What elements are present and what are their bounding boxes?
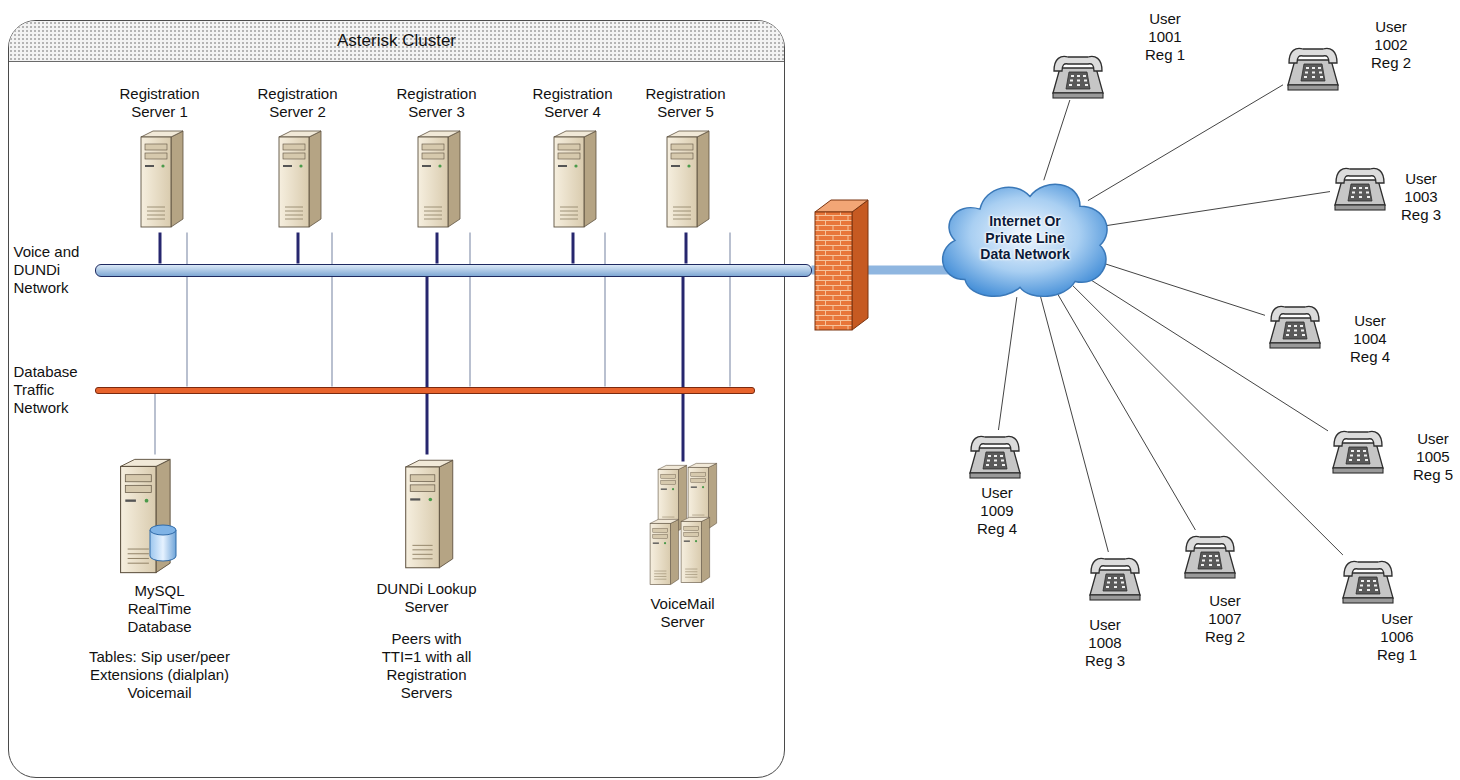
node-label: User 1007 Reg 2 xyxy=(1200,592,1250,646)
node-label: User 1005 Reg 5 xyxy=(1408,430,1458,484)
registration-server: Registration Server 1 xyxy=(105,85,215,233)
voice-link xyxy=(682,277,685,462)
network-label: Voice and DUNDi Network xyxy=(14,243,89,297)
phone-icon xyxy=(970,436,1020,478)
database-server: MySQL RealTime DatabaseTables: Sip user/… xyxy=(90,455,230,702)
phone-link xyxy=(1044,100,1070,180)
registration-server: Registration Server 4 xyxy=(518,85,628,233)
phone-icon xyxy=(1333,431,1383,473)
user-phone: User 1005 Reg 5 xyxy=(1328,425,1388,475)
node-label: Registration Server 5 xyxy=(634,85,738,121)
phone-link xyxy=(1088,85,1283,201)
node-label: Registration Server 1 xyxy=(108,85,212,121)
database-link xyxy=(186,233,187,387)
database-cylinder xyxy=(150,525,176,561)
node-label: Internet Or Private Line Data Network xyxy=(970,213,1080,263)
node-label: Registration Server 3 xyxy=(385,85,489,121)
server-icon xyxy=(418,131,460,227)
server-icon xyxy=(406,460,453,568)
phone-link xyxy=(1099,262,1265,315)
phone-link xyxy=(1073,286,1343,555)
user-phone: User 1003 Reg 3 xyxy=(1330,162,1390,212)
phone-icon xyxy=(1288,48,1338,90)
node-label: Registration Server 2 xyxy=(246,85,350,121)
voice-network-bar: Voice and DUNDi Network xyxy=(95,264,812,277)
voice-link xyxy=(572,233,575,264)
node-label: User 1008 Reg 3 xyxy=(1080,616,1130,670)
user-phone: User 1006 Reg 1 xyxy=(1338,555,1398,605)
node-note: Peers with TTI=1 with all Registration S… xyxy=(372,630,482,702)
user-phone: User 1009 Reg 4 xyxy=(965,430,1025,480)
cluster-title: Asterisk Cluster xyxy=(9,21,784,62)
firewall-icon xyxy=(815,200,868,330)
server-icon xyxy=(554,131,596,227)
voice-link xyxy=(685,233,688,264)
user-phone: User 1002 Reg 2 xyxy=(1283,42,1343,92)
node-label: MySQL RealTime Database xyxy=(115,582,205,636)
cluster-container: Asterisk ClusterRegistration Server 1 Reg… xyxy=(8,20,785,778)
user-phone: User 1007 Reg 2 xyxy=(1180,530,1240,580)
phone-icon xyxy=(1090,558,1140,600)
node-note: Tables: Sip user/peer Extensions (dialpl… xyxy=(80,648,240,702)
database-link xyxy=(729,233,730,387)
node-label: User 1002 Reg 2 xyxy=(1366,18,1416,72)
network-label: Database Traffic Network xyxy=(14,363,89,417)
phone-link xyxy=(1040,296,1108,552)
phone-link xyxy=(1057,293,1196,530)
voicemail-server: VoiceMail Server xyxy=(628,462,738,631)
node-label: Registration Server 4 xyxy=(521,85,625,121)
phone-icon xyxy=(1270,306,1320,348)
server-icon xyxy=(681,517,710,582)
phone-icon xyxy=(1185,536,1235,578)
user-phone: User 1008 Reg 3 xyxy=(1085,552,1145,602)
cloud-shape xyxy=(943,184,1107,296)
server-icon xyxy=(667,131,709,227)
database-link xyxy=(469,233,470,387)
phone-link xyxy=(1086,277,1328,431)
user-phone: User 1004 Reg 4 xyxy=(1265,300,1325,350)
lookup-server: DUNDi Lookup ServerPeers with TTI=1 with… xyxy=(362,455,492,702)
node-label: User 1004 Reg 4 xyxy=(1345,312,1395,366)
node-label: User 1003 Reg 3 xyxy=(1396,170,1446,224)
phone-link xyxy=(1104,192,1330,226)
voice-link xyxy=(426,277,429,455)
server-icon xyxy=(650,519,679,584)
phone-icon xyxy=(1343,561,1393,603)
voice-link xyxy=(297,233,300,264)
registration-server: Registration Server 2 xyxy=(243,85,353,233)
voice-link xyxy=(159,233,162,264)
user-phone: User 1001 Reg 1 xyxy=(1048,50,1108,100)
registration-server: Registration Server 5 xyxy=(631,85,741,233)
phone-icon xyxy=(1053,56,1103,98)
database-link xyxy=(331,233,332,387)
database-link xyxy=(154,394,155,455)
node-label: VoiceMail Server xyxy=(638,595,728,631)
registration-server: Registration Server 3 xyxy=(382,85,492,233)
node-label: DUNDi Lookup Server xyxy=(372,580,482,616)
node-label: User 1006 Reg 1 xyxy=(1372,610,1422,664)
server-icon xyxy=(141,131,183,227)
database-link xyxy=(604,233,605,387)
node-label: User 1009 Reg 4 xyxy=(972,484,1022,538)
phone-icon xyxy=(1335,168,1385,210)
network-cloud: Internet Or Private Line Data Network xyxy=(935,172,1115,304)
database-network-bar: Database Traffic Network xyxy=(95,387,755,394)
voice-link xyxy=(436,233,439,264)
server-icon xyxy=(279,131,321,227)
node-label: User 1001 Reg 1 xyxy=(1140,10,1190,64)
phone-link xyxy=(998,297,1016,430)
